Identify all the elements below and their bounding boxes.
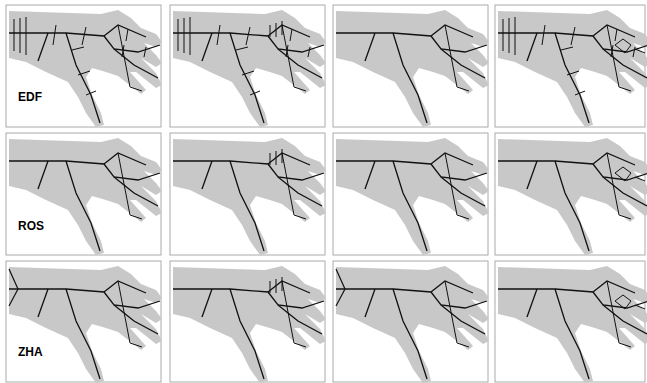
panel <box>170 261 326 383</box>
row-label: ZHA <box>18 345 43 359</box>
panel <box>333 5 489 127</box>
panel <box>6 133 162 255</box>
panel <box>6 5 162 127</box>
panel <box>495 261 647 383</box>
panel <box>333 261 489 383</box>
panel <box>6 261 162 383</box>
row-label: ROS <box>18 219 44 233</box>
panel <box>170 133 326 255</box>
panel <box>333 133 489 255</box>
panel <box>170 5 326 127</box>
panel <box>495 5 647 127</box>
row-label: EDF <box>18 90 42 104</box>
panel <box>495 133 647 255</box>
